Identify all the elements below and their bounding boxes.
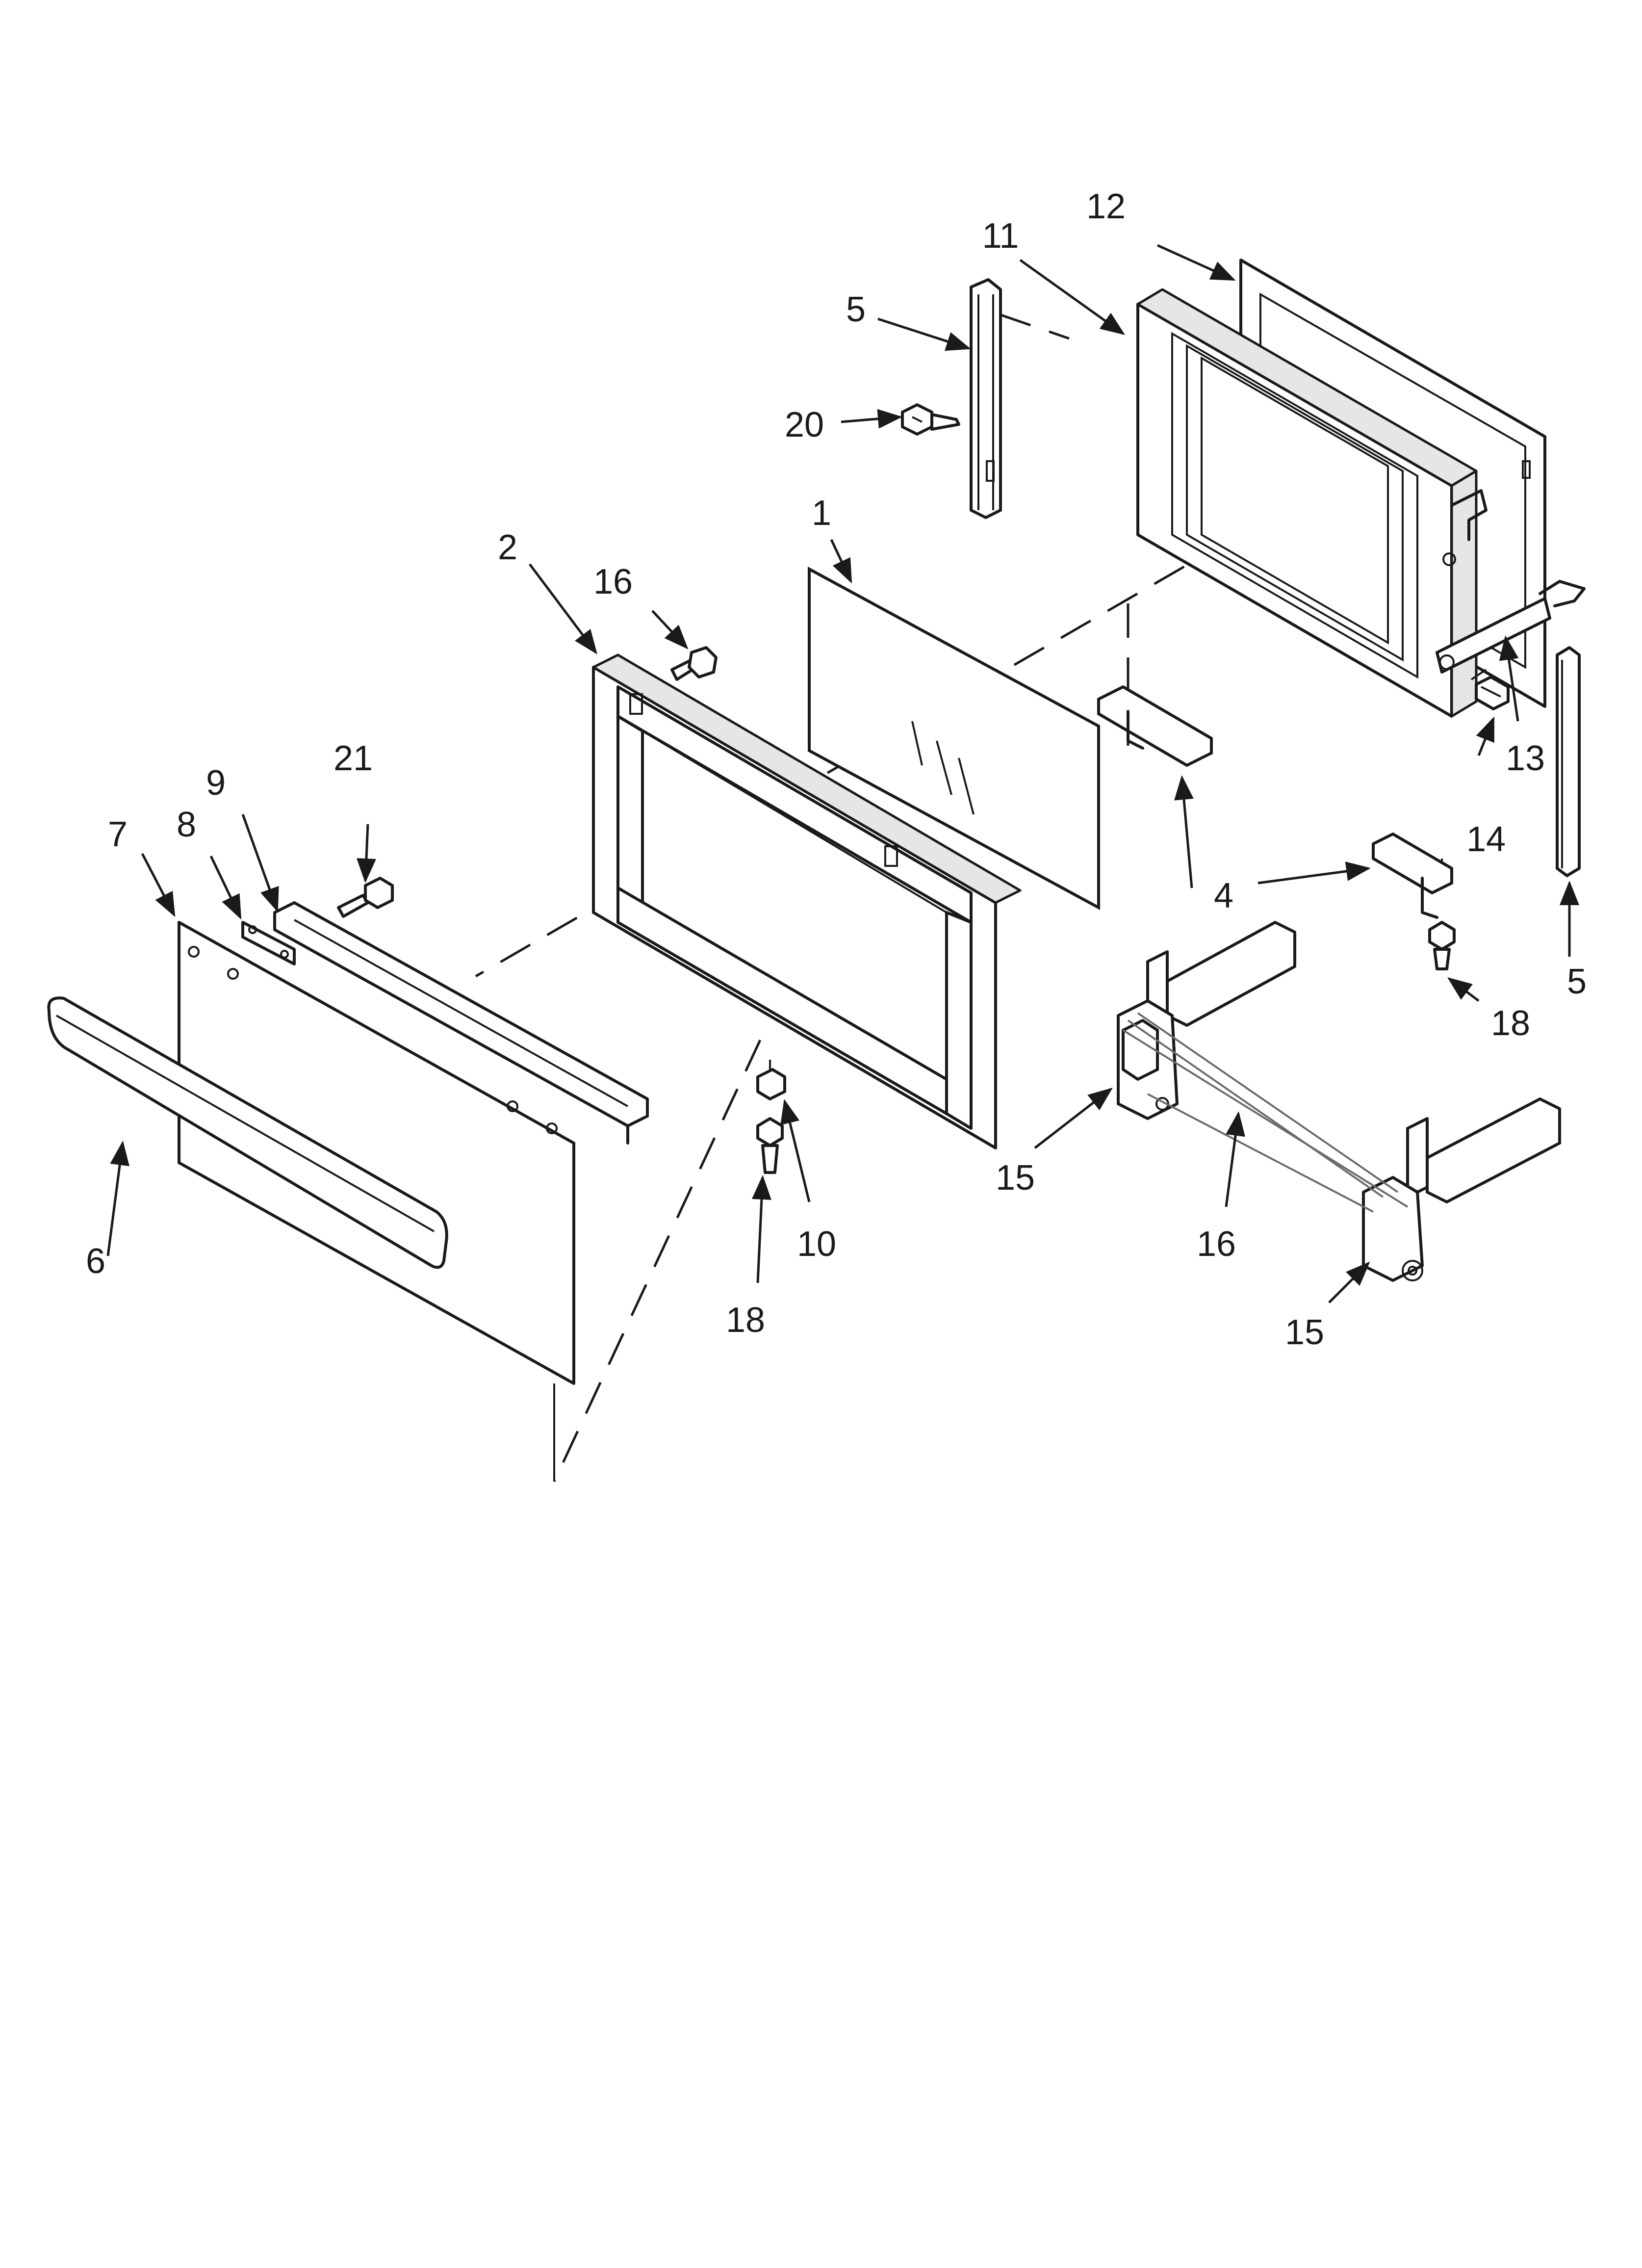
callout-7: 7 (108, 815, 128, 854)
callout-15-right: 15 (1285, 1313, 1324, 1352)
callout-5-top: 5 (846, 290, 866, 329)
part-5-top-trim (970, 278, 1002, 519)
callout-21: 21 (334, 739, 373, 778)
part-10-stop (756, 1068, 786, 1100)
part-2-door-frame (592, 653, 1022, 1149)
callout-10: 10 (797, 1225, 836, 1264)
part-4-bracket-upper (1097, 685, 1213, 767)
callout-18-lower: 18 (1491, 1004, 1530, 1043)
part-1-glass-panel (808, 566, 1100, 911)
part-19-screw (756, 1117, 784, 1174)
part-18-screw-lower (1428, 921, 1456, 970)
callout-5-right: 5 (1567, 962, 1587, 1001)
callout-18-top: 16 (593, 562, 633, 601)
callout-14: 14 (1466, 820, 1506, 859)
callout-15-left: 15 (996, 1158, 1035, 1198)
callout-9: 9 (206, 763, 226, 803)
part-8-spacer (241, 921, 296, 965)
callout-12: 12 (1086, 187, 1126, 226)
part-11-inner-door (1136, 288, 1488, 718)
part-13-hinge-arm (1436, 580, 1586, 674)
callout-labels: 12 11 5 20 1 2 16 13 14 4 5 18 15 16 15 … (86, 187, 1587, 1352)
part-7-outer-panel (178, 921, 575, 1385)
callout-11: 11 (982, 216, 1019, 256)
part-9-handle-rail (273, 901, 649, 1145)
part-5-right-trim (1556, 646, 1581, 877)
part-20-screw (901, 403, 960, 436)
callout-4: 4 (1214, 876, 1233, 915)
callout-6: 6 (86, 1242, 105, 1281)
part-18-screw-top (670, 646, 718, 681)
callout-13: 13 (1506, 739, 1545, 778)
callout-2: 2 (498, 528, 517, 567)
callout-1: 1 (812, 494, 831, 533)
part-15-hinge-left (1117, 921, 1296, 1120)
part-16-linkage-wires (1122, 1012, 1409, 1213)
callout-20: 20 (785, 405, 824, 444)
part-4-bracket-lower (1372, 833, 1453, 919)
callout-16: 16 (1197, 1225, 1236, 1264)
part-6-handle (47, 996, 448, 1269)
part-21-screw (337, 877, 394, 918)
leader-lines (106, 244, 1579, 1303)
part-14-screw (1470, 669, 1510, 710)
part-15-hinge-right (1362, 1097, 1561, 1282)
callout-8: 8 (177, 805, 196, 844)
callout-19: 18 (726, 1301, 765, 1340)
